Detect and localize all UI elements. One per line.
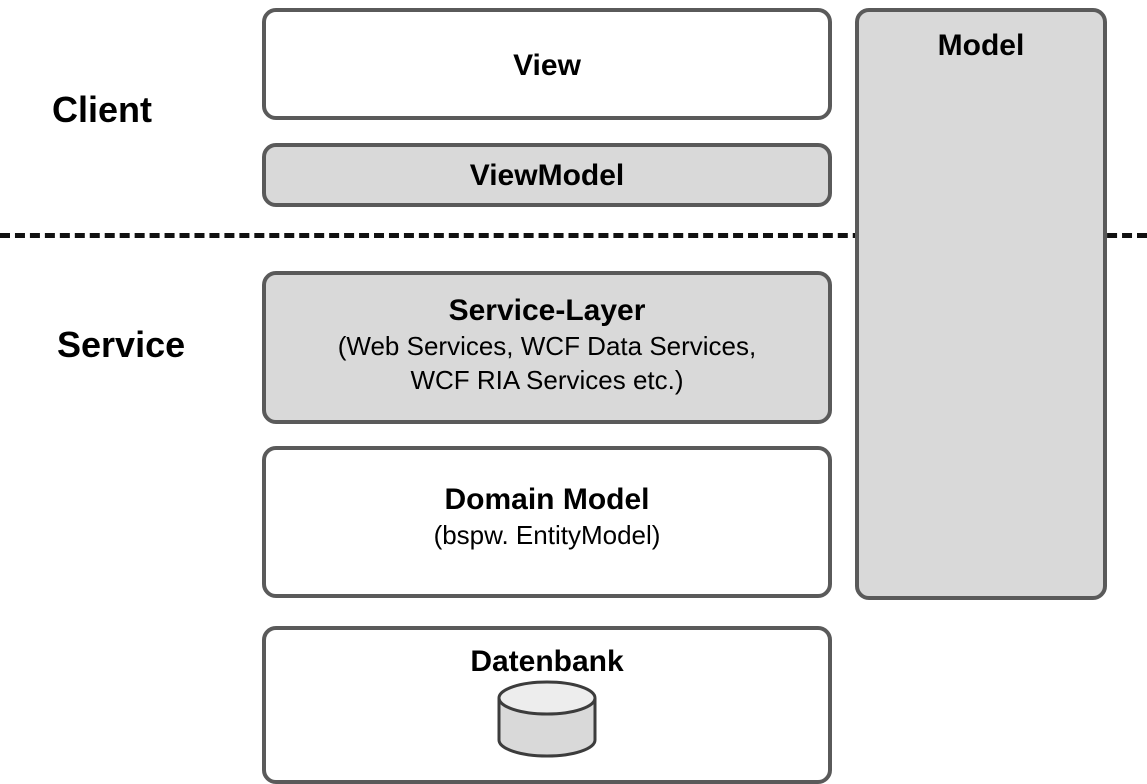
view-title: View <box>513 49 581 82</box>
service-layer-line1: (Web Services, WCF Data Services, <box>337 331 757 361</box>
service-label: Service <box>57 324 186 365</box>
model-box: Model <box>855 8 1107 600</box>
service-layer-line2: WCF RIA Services etc.) <box>410 365 684 395</box>
domain-model-title: Domain Model <box>444 483 650 516</box>
model-title: Model <box>937 29 1025 62</box>
client-label: Client <box>52 89 153 130</box>
domain-model-subtitle: (bspw. EntityModel) <box>433 520 661 550</box>
viewmodel-box: ViewModel <box>262 143 832 207</box>
service-layer-title: Service-Layer <box>448 294 646 327</box>
database-icon <box>497 680 597 758</box>
tier-divider <box>0 233 1147 238</box>
datenbank-box: Datenbank <box>262 626 832 784</box>
datenbank-title: Datenbank <box>470 645 624 678</box>
view-box: View <box>262 8 832 120</box>
service-layer-box: Service-Layer (Web Services, WCF Data Se… <box>262 271 832 424</box>
domain-model-box: Domain Model (bspw. EntityModel) <box>262 446 832 598</box>
viewmodel-title: ViewModel <box>469 159 625 192</box>
